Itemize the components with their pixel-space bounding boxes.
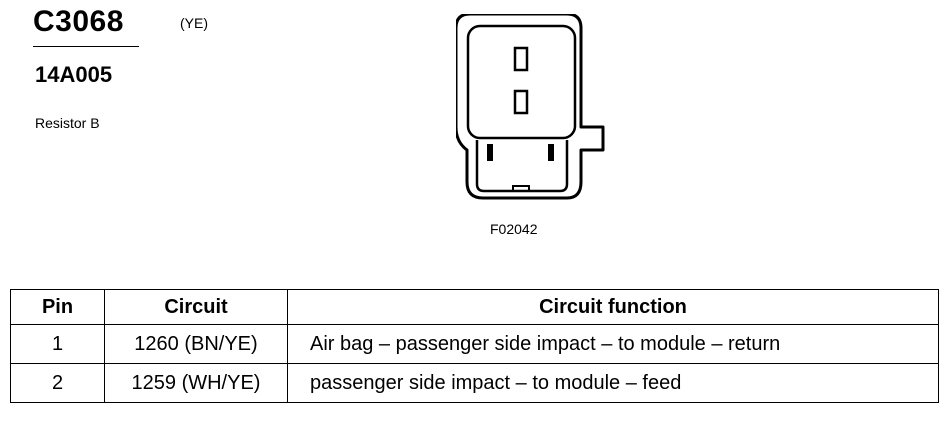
circuit-function-cell: Air bag – passenger side impact – to mod… bbox=[287, 324, 939, 364]
table-row: 1 1260 (BN/YE) Air bag – passenger side … bbox=[10, 324, 939, 364]
connector-face-drawing bbox=[456, 14, 605, 200]
pin-assignment-table: Pin Circuit Circuit function 1 1260 (BN/… bbox=[10, 289, 939, 403]
table-header-row: Pin Circuit Circuit function bbox=[10, 289, 939, 325]
pin-column-header: Pin bbox=[10, 289, 105, 325]
connector-color-code: (YE) bbox=[180, 15, 208, 31]
latch-rib-right bbox=[548, 144, 554, 161]
part-number: 14A005 bbox=[35, 62, 113, 87]
connector-housing-outer bbox=[456, 14, 605, 200]
bottom-key bbox=[512, 185, 530, 192]
circuit-cell: 1260 (BN/YE) bbox=[104, 324, 288, 364]
circuit-cell: 1259 (WH/YE) bbox=[104, 363, 288, 403]
circuit-function-cell: passenger side impact – to module – feed bbox=[287, 363, 939, 403]
pin-cell: 2 bbox=[10, 363, 105, 403]
table-row: 2 1259 (WH/YE) passenger side impact – t… bbox=[10, 363, 939, 403]
latch-rib-left bbox=[487, 144, 493, 161]
connector-id: C3068 bbox=[33, 5, 124, 38]
pin-cavity-2 bbox=[513, 89, 529, 115]
circuit-column-header: Circuit bbox=[104, 289, 288, 325]
title-underline bbox=[33, 46, 139, 47]
function-column-header: Circuit function bbox=[287, 289, 939, 325]
pin-cavity-1 bbox=[513, 46, 529, 72]
connector-face-inner bbox=[466, 24, 577, 140]
pin-cell: 1 bbox=[10, 324, 105, 364]
figure-id: F02042 bbox=[490, 221, 538, 237]
component-name: Resistor B bbox=[35, 115, 100, 131]
